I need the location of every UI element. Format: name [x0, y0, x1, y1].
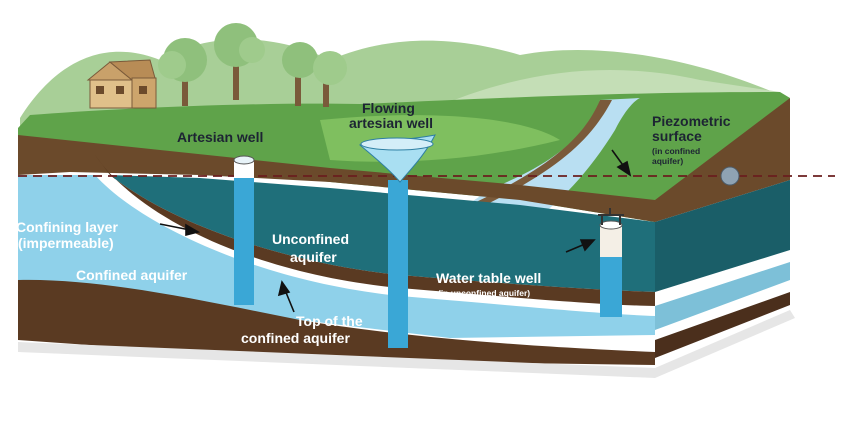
confined-aquifer-side — [655, 262, 790, 330]
label-artesian-well: Artesian well — [177, 129, 263, 145]
arrow-icons — [159, 149, 632, 313]
label-confining-1: Confining layer — [16, 219, 118, 235]
tree-icon — [158, 38, 207, 106]
pump-icon — [598, 208, 624, 225]
tree-icon — [282, 42, 318, 106]
label-piezo-sub-2: aquifer) — [652, 156, 683, 166]
label-top-1: Top of the — [296, 313, 363, 329]
house-icon — [86, 59, 157, 109]
soil-layer — [18, 98, 790, 222]
label-piezo-2: surface — [652, 128, 702, 144]
bedrock-side — [655, 292, 790, 358]
tree-icon — [313, 51, 347, 107]
flowing-artesian-well — [358, 134, 436, 348]
label-unconfined-1: Unconfined — [272, 231, 349, 247]
label-top-2: confined aquifer — [241, 330, 350, 346]
tree-icon — [214, 23, 265, 100]
label-piezo-1: Piezometric — [652, 113, 731, 129]
label-water-table-well: Water table well — [436, 270, 541, 286]
label-flowing-1: Flowing — [362, 100, 415, 116]
bedrock — [18, 279, 655, 365]
label-flowing-2: artesian well — [349, 115, 433, 131]
label-piezo-sub-1: (in confined — [652, 146, 700, 156]
label-water-table-sub: (in unconfined aquifer) — [438, 288, 530, 298]
river-bank — [470, 100, 612, 210]
label-unconfined-2: aquifer — [290, 249, 337, 265]
label-confining-2: (impermeable) — [18, 235, 114, 251]
water-table-well — [598, 208, 624, 317]
piezometric-marker — [720, 166, 740, 186]
label-confined-aquifer: Confined aquifer — [76, 267, 188, 283]
unconfined-aquifer-side — [655, 180, 790, 292]
artesian-well — [233, 155, 255, 305]
confining-layer — [95, 155, 655, 306]
block-shadow — [18, 310, 795, 378]
